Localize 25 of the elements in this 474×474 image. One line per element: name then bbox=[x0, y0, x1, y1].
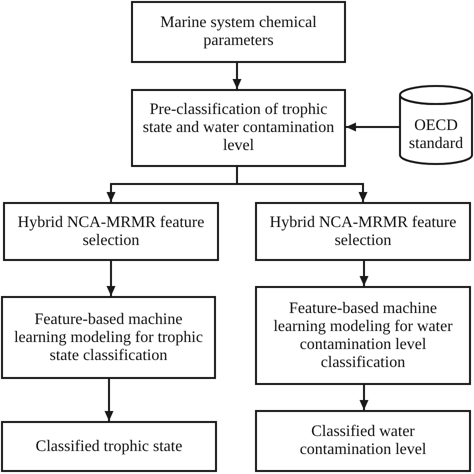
process-box bbox=[131, 89, 346, 167]
process-box bbox=[3, 202, 219, 261]
box-label: Hybrid NCA-MRMR feature selection bbox=[268, 214, 458, 250]
box-label: Hybrid NCA-MRMR feature selection bbox=[16, 214, 206, 250]
box-label: Classified water contamination level bbox=[298, 423, 428, 459]
box-label: Feature-based machine learning modeling for trophic state classification bbox=[13, 310, 204, 364]
process-box bbox=[1, 296, 216, 379]
process-box bbox=[255, 202, 471, 261]
process-box bbox=[255, 286, 471, 385]
box-label: Marine system chemical parameters bbox=[159, 14, 318, 50]
arrow bbox=[106, 261, 116, 296]
box-label: Pre-classification of trophic state and water contamination level bbox=[142, 101, 336, 155]
arrow bbox=[360, 261, 368, 286]
box-label: Feature-based machine learning modeling for water contamination level classification bbox=[272, 300, 454, 372]
process-box bbox=[1, 421, 217, 472]
box-label: Classified trophic state bbox=[36, 438, 182, 456]
database-cylinder bbox=[399, 85, 473, 165]
arrow bbox=[346, 122, 399, 132]
arrow bbox=[104, 379, 114, 421]
arrow bbox=[232, 63, 242, 89]
process-box bbox=[255, 410, 471, 472]
arrow bbox=[360, 385, 368, 410]
process-box bbox=[131, 1, 346, 63]
box-label: OECD standard bbox=[408, 117, 464, 153]
arrow bbox=[236, 167, 368, 202]
